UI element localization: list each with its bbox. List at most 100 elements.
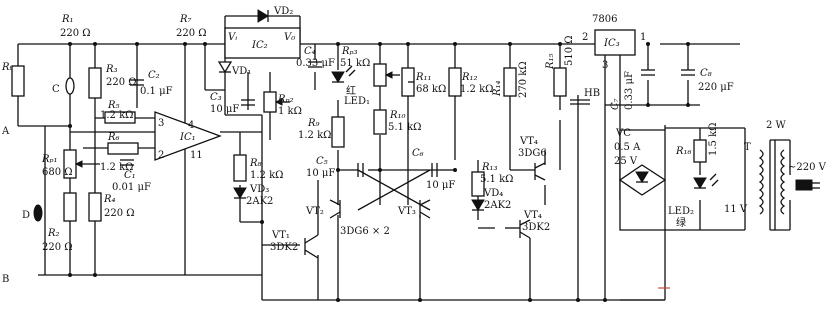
capacitor-C xyxy=(65,77,75,95)
label-Rt-ref: Rₜ xyxy=(1,62,13,73)
label-pin3: 3 xyxy=(158,118,164,129)
label-RP3-ref: Rₚ₃ xyxy=(341,46,358,57)
label-C7-value: 0.33 μF xyxy=(624,71,635,110)
label-T-secondary: 11 V xyxy=(724,204,748,215)
resistor-R5 xyxy=(104,111,136,124)
label-IC3-p1: 1 xyxy=(640,32,646,43)
label-C7-ref: C₇ xyxy=(610,98,621,110)
label-T-mains: ~220 V xyxy=(788,162,827,173)
label-R5-value: 1.2 kΩ xyxy=(100,110,133,121)
label-R6-ref: R₆ xyxy=(107,132,120,143)
label-IC3: IC₃ xyxy=(603,38,620,49)
resistor-R2 xyxy=(63,192,77,222)
resistor-R15 xyxy=(553,67,567,97)
label-IC1: IC₁ xyxy=(179,132,196,143)
capacitor-C1 xyxy=(120,159,134,166)
label-VT1-value: 3DK2 xyxy=(270,242,298,253)
label-R16-value: 1.5 kΩ xyxy=(708,123,719,156)
label-R14-value: 270 kΩ xyxy=(518,61,529,98)
label-C2-value: 0.1 μF xyxy=(140,86,173,97)
capacitors xyxy=(65,61,695,177)
label-RP2-ref: Rₚ₂ xyxy=(277,94,294,105)
label-VC-ref: VC xyxy=(615,128,631,139)
diode-VD3-icon xyxy=(233,187,247,199)
label-R16-ref: R₁₆ xyxy=(675,146,692,157)
label-R4-value: 220 Ω xyxy=(104,208,135,219)
label-C3-value: 10 μF xyxy=(210,104,239,115)
resistor-R13 xyxy=(471,171,485,197)
label-R4-ref: R₄ xyxy=(103,194,116,205)
label-R14-ref: R₁₄ xyxy=(492,80,503,97)
label-VD4-value: 2AK2 xyxy=(484,200,511,211)
label-C6-value: 10 μF xyxy=(426,180,455,191)
capacitor-C6 xyxy=(431,163,438,177)
label-HB: HB xyxy=(584,88,600,99)
label-C2-ref: C₂ xyxy=(148,70,160,81)
label-R3-ref: R₃ xyxy=(105,64,118,75)
label-R7-ref: R₇ xyxy=(179,14,192,25)
label-IC2: IC₂ xyxy=(251,40,268,51)
label-R10-value: 5.1 kΩ xyxy=(388,122,421,133)
label-R2-value: 220 Ω xyxy=(42,242,73,253)
label-pin4: 4 xyxy=(188,120,194,131)
label-D-node: D xyxy=(22,210,30,221)
capacitor-C4 xyxy=(308,61,322,68)
relay-HB-icon xyxy=(570,99,590,105)
label-pair-value: 3DG6 × 2 xyxy=(340,226,390,237)
capacitor-C8 xyxy=(681,69,695,76)
label-R12-ref: R₁₂ xyxy=(461,72,478,83)
label-C5-ref: C₅ xyxy=(316,156,328,167)
label-C8-value: 220 μF xyxy=(698,82,734,93)
label-R9-ref: R₉ xyxy=(307,118,320,129)
label-IC3-p3: 3 xyxy=(602,60,608,71)
label-IC2-vout: V₀ xyxy=(284,32,295,43)
label-C-node: C xyxy=(52,84,60,95)
label-R2-ref: R₂ xyxy=(47,228,60,239)
label-C4-ref: C₄ xyxy=(304,46,316,57)
label-C3-ref: C₃ xyxy=(210,92,222,103)
transistor-VT5-icon xyxy=(519,219,531,239)
sensor-D-icon xyxy=(33,204,43,222)
label-IC3-p2: 2 xyxy=(582,32,588,43)
label-A-node: A xyxy=(1,126,10,137)
resistor-RP3 xyxy=(373,63,387,87)
transistors xyxy=(304,162,546,259)
labels: R₁ 220 Ω Rₜ C R₃ 220 Ω C₂ 0.1 μF R₅ 1.2 … xyxy=(1,6,827,285)
label-R8-ref: R₈ xyxy=(249,158,262,169)
capacitor-C7 xyxy=(641,69,655,76)
label-R13-ref: R₁₃ xyxy=(481,162,498,173)
label-RP2-value: 1 kΩ xyxy=(278,106,302,117)
resistor-RP2 xyxy=(263,91,277,113)
ic3-box xyxy=(594,29,636,56)
led-LED2-icon xyxy=(693,173,719,189)
diode-VD1-icon xyxy=(217,61,233,74)
label-VC-rating2: 25 V xyxy=(614,156,638,167)
label-VD3-ref: VD₃ xyxy=(249,184,269,195)
label-LED1-ref: LED₁ xyxy=(344,96,370,107)
label-R8-value: 1.2 kΩ xyxy=(250,170,283,181)
label-VT4-value: 3DG6 xyxy=(518,148,547,159)
label-VD2: VD₂ xyxy=(273,6,293,17)
label-R9-value: 1.2 kΩ xyxy=(298,130,331,141)
label-IC3-part: 7806 xyxy=(592,14,617,25)
label-C6-ref: C₆ xyxy=(412,148,424,159)
capacitor-C2 xyxy=(130,79,144,86)
label-VT5-value: 3DK2 xyxy=(522,222,550,233)
label-T-ref: T xyxy=(744,142,751,153)
label-R5-ref: R₅ xyxy=(107,100,120,111)
transistor-VT1-icon xyxy=(304,234,319,259)
label-C5-value: 10 μF xyxy=(306,168,335,179)
diodes xyxy=(217,9,719,211)
led-LED1-icon xyxy=(331,65,356,83)
resistor-R3 xyxy=(88,67,102,99)
label-VT4-ref: VT₄ xyxy=(519,136,538,147)
label-RP3-value: 51 kΩ xyxy=(340,58,370,69)
label-VD4-ref: VD₄ xyxy=(483,188,503,199)
capacitor-C3 xyxy=(241,99,255,106)
ic1-opamp xyxy=(154,111,222,161)
label-C1-ref: C₁ xyxy=(124,170,136,181)
diode-VD4-icon xyxy=(471,199,485,211)
label-C1-value: 0.01 μF xyxy=(112,182,151,193)
label-R3-value: 220 Ω xyxy=(106,77,137,88)
